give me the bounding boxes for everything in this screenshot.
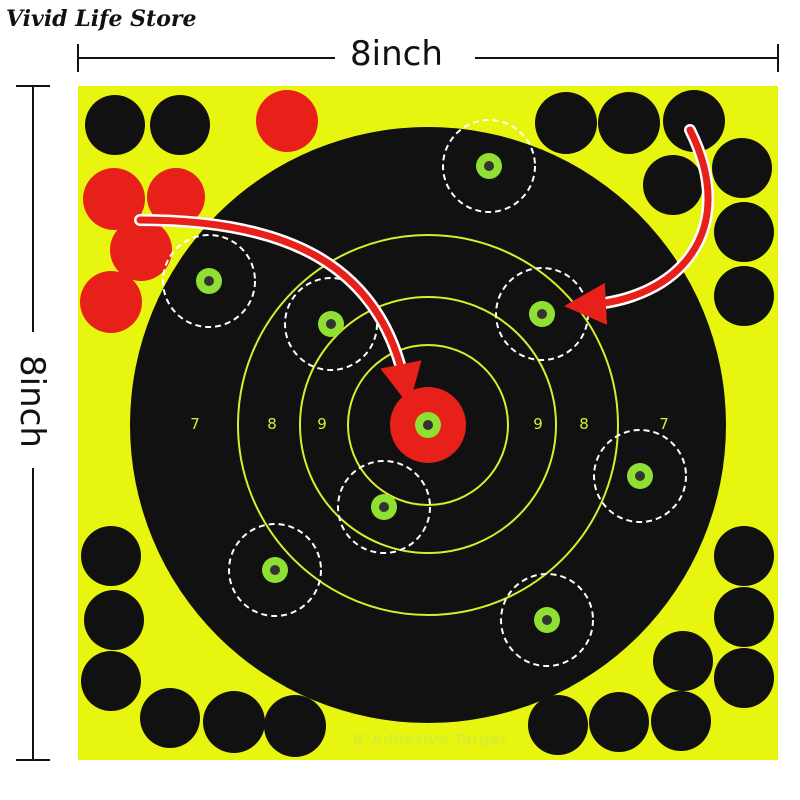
pasty-group-top-left [85, 95, 210, 155]
width-dimension [77, 44, 779, 72]
pasty [651, 691, 711, 751]
pasty-group-bottom-left [81, 526, 326, 757]
pasty [140, 688, 200, 748]
store-name: Vivid Life Store [6, 6, 197, 32]
pasty [110, 219, 172, 281]
pasty [528, 695, 588, 755]
pasty [714, 266, 774, 326]
pasty [264, 695, 326, 757]
width-label: 8inch [350, 34, 443, 74]
pasty [663, 90, 725, 152]
pasty [714, 526, 774, 586]
bullet-hit [500, 573, 594, 667]
pasty [712, 138, 772, 198]
bullet-hit [442, 119, 536, 213]
pasty [714, 587, 774, 647]
ring-number: 7 [659, 415, 669, 433]
ring-number: 8 [267, 415, 277, 433]
bullet-hit [228, 523, 322, 617]
pasty [598, 92, 660, 154]
pasty [714, 648, 774, 708]
bullet-hit [162, 234, 256, 328]
arrow [564, 126, 712, 325]
arrow [136, 216, 422, 406]
pasty [535, 92, 597, 154]
height-dimension [16, 85, 50, 761]
pasty-group-top-right [535, 90, 774, 326]
pasty [203, 691, 265, 753]
pasty [643, 155, 703, 215]
pasty [147, 168, 205, 226]
pasty [589, 692, 649, 752]
bullet-hit [593, 429, 687, 523]
pasty [84, 590, 144, 650]
score-rings [237, 234, 619, 616]
bullet-hits [162, 119, 687, 667]
pasty-group-red [80, 90, 318, 333]
pasty [85, 95, 145, 155]
ring-number: 9 [533, 415, 543, 433]
pasty [83, 168, 145, 230]
ring-number: 9 [317, 415, 327, 433]
pasty [714, 202, 774, 262]
bullet-hit [337, 460, 431, 554]
pasty [256, 90, 318, 152]
pasty-group-bottom-right [528, 526, 774, 755]
target-label: 8"Adhesive Target [353, 731, 508, 749]
bullet-hit [415, 412, 441, 438]
pasty [80, 271, 142, 333]
pasty [653, 631, 713, 691]
pasty [150, 95, 210, 155]
ring-number: 7 [190, 415, 200, 433]
ring-number: 8 [579, 415, 589, 433]
pasty [81, 651, 141, 711]
pasty [81, 526, 141, 586]
